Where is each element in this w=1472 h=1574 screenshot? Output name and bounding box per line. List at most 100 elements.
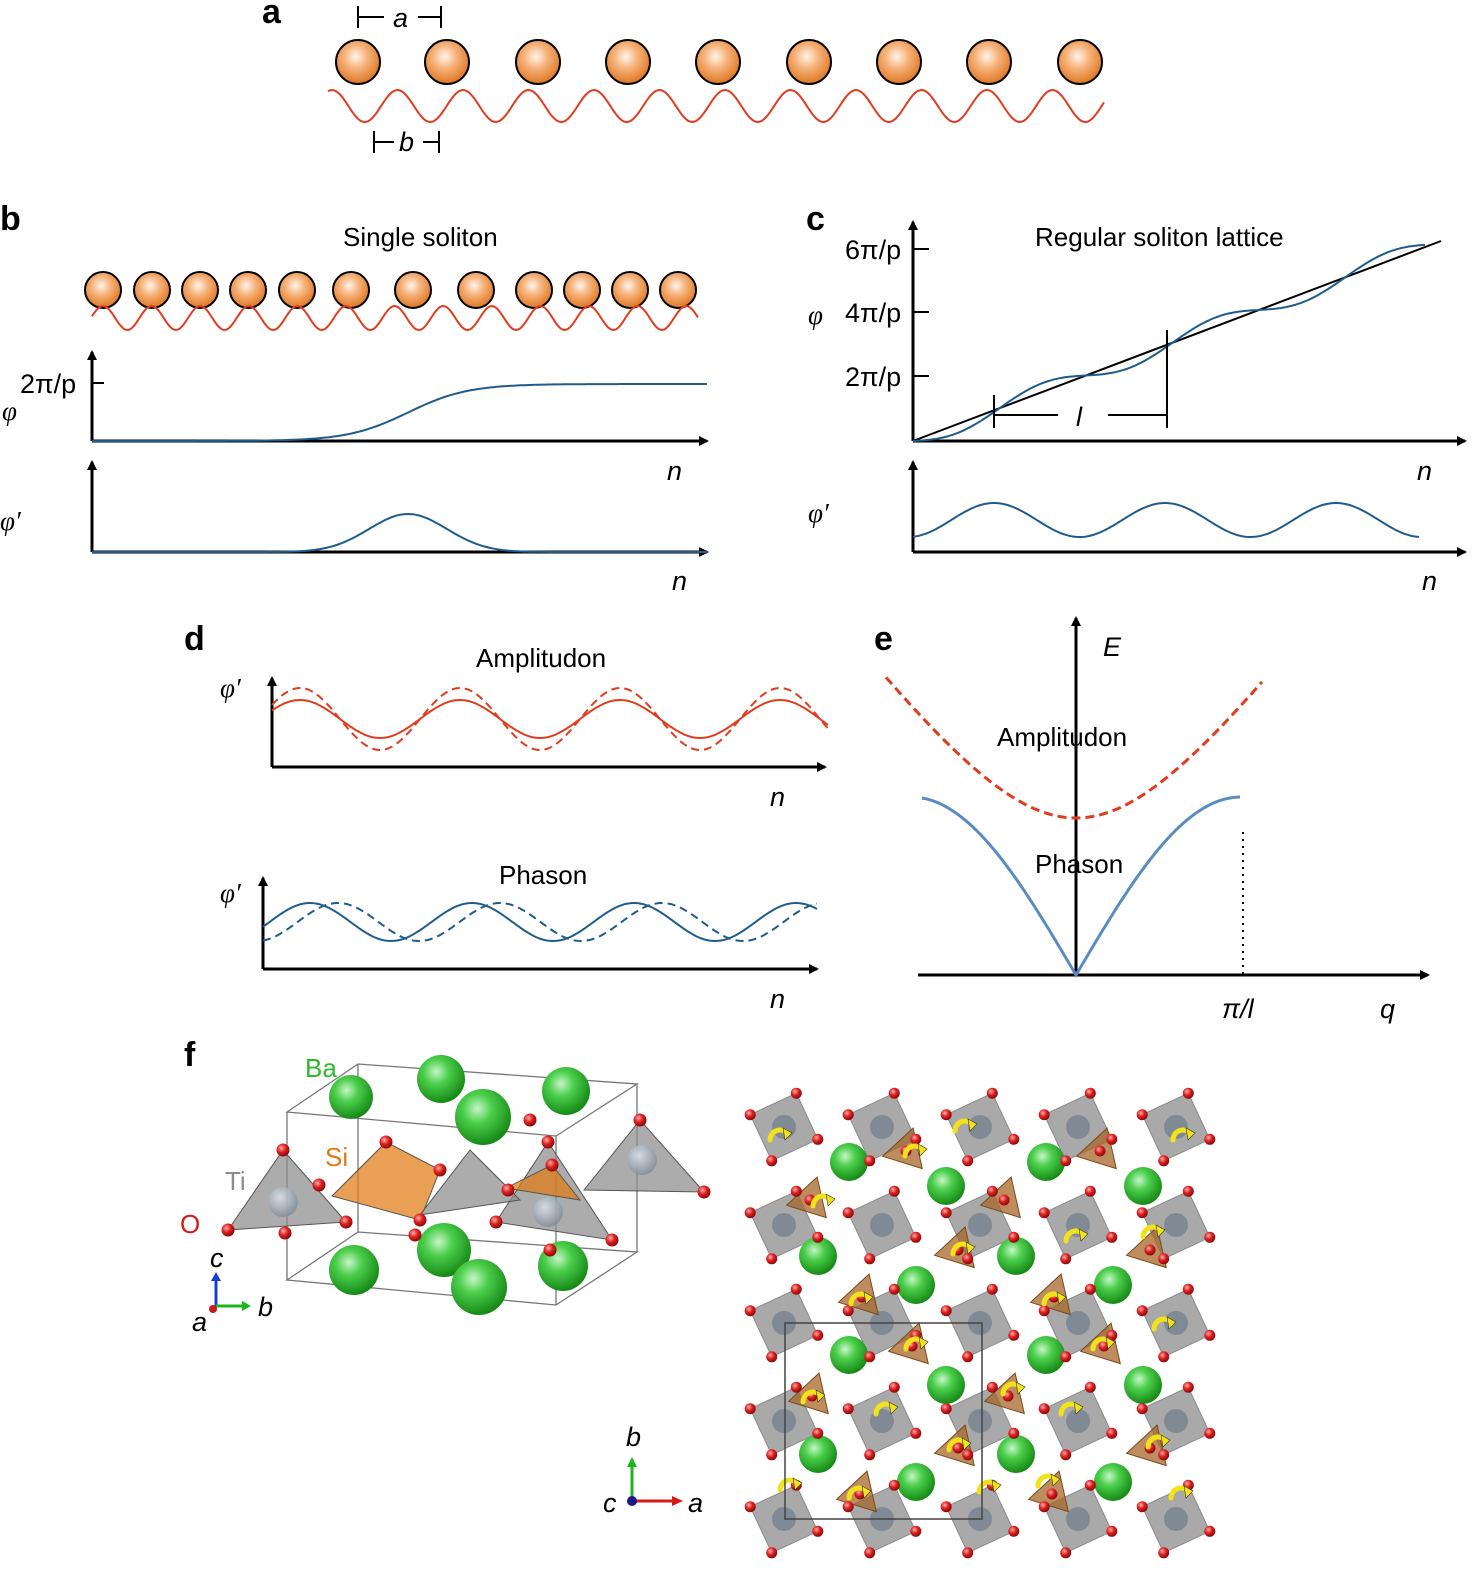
panel-c-letter: c	[806, 200, 825, 238]
rotation-arrow-head	[965, 1241, 976, 1255]
ti-label: Ti	[225, 1166, 246, 1196]
rotation-arrow-head	[1015, 1381, 1026, 1395]
o-atom	[888, 1185, 900, 1197]
o-atom	[744, 1305, 756, 1317]
o-atom	[1106, 1231, 1118, 1243]
ba-atom	[997, 1435, 1035, 1473]
o-atom	[1136, 1207, 1148, 1219]
panel-f-letter: f	[184, 1036, 196, 1074]
panel-b-title: Single soliton	[343, 222, 498, 252]
rotation-arrow-head	[815, 1389, 826, 1403]
panel-f: f Ba Si Ti O c a	[180, 1036, 1216, 1559]
ba-atom	[927, 1366, 965, 1404]
o-atom	[1008, 1133, 1020, 1145]
panel-b-phi-curve	[92, 383, 707, 442]
ba-atom	[897, 1266, 935, 1304]
o-atom	[541, 1135, 555, 1149]
o-atom	[1182, 1381, 1194, 1393]
rotation-arrow-head	[1050, 1473, 1061, 1487]
crystal-structure-projection: b c a	[603, 1087, 1216, 1559]
ti-atom	[1164, 1507, 1188, 1531]
ba-atom	[830, 1143, 868, 1181]
o-atom	[842, 1501, 854, 1513]
ba-atom	[1027, 1143, 1065, 1181]
panel-c-n-bottom-label: n	[1422, 566, 1437, 596]
panel-c-title: Regular soliton lattice	[1035, 222, 1284, 252]
axis-c-right: c	[603, 1488, 617, 1518]
atom-ball	[229, 271, 267, 309]
rotation-arrow-head	[961, 1437, 972, 1451]
rotation-arrow-head	[1105, 1336, 1116, 1350]
axis-b-right: b	[626, 1422, 641, 1452]
atom-ball	[695, 39, 741, 85]
o-atom	[888, 1283, 900, 1295]
o-atom	[1158, 1351, 1170, 1363]
atom-ball	[966, 39, 1012, 85]
ba-atom	[799, 1237, 837, 1275]
rotation-arrow-head	[782, 1127, 793, 1141]
panel-c: c Regular soliton lattice 6π/p 4π/p 2π/p…	[806, 200, 1467, 596]
o-atom	[278, 1226, 292, 1240]
ti-atom	[1164, 1311, 1188, 1335]
o-atom	[697, 1185, 711, 1199]
atom-ball	[424, 39, 470, 85]
ti-atom	[1066, 1115, 1090, 1139]
o-atom	[1084, 1185, 1096, 1197]
o-atom	[1204, 1231, 1216, 1243]
axis-a-left: a	[192, 1307, 207, 1337]
o-atom	[1038, 1305, 1050, 1317]
projection-atoms	[744, 1087, 1216, 1559]
o-atom	[1084, 1479, 1096, 1491]
o-atom	[605, 1233, 619, 1247]
o-atom	[1008, 1231, 1020, 1243]
atom-ball	[394, 271, 432, 309]
ba-atom	[329, 1245, 379, 1295]
o-atom	[790, 1283, 802, 1295]
axis-c-left: c	[210, 1243, 224, 1273]
projection-unit-cell	[784, 1322, 983, 1520]
o-atom	[986, 1381, 998, 1393]
rotation-arrow-head	[1183, 1485, 1194, 1499]
o-atom	[1008, 1329, 1020, 1341]
axes-triad-right: b c a	[603, 1422, 703, 1518]
ti-atom	[1164, 1213, 1188, 1237]
si-tetrahedron	[331, 1141, 441, 1221]
rotation-arrow-head	[792, 1477, 803, 1491]
o-atom	[842, 1305, 854, 1317]
panel-a-atom-chain	[335, 39, 1103, 85]
atom-ball	[659, 271, 697, 309]
o-atom	[1106, 1525, 1118, 1537]
atom-ball	[457, 271, 495, 309]
o-atom	[1158, 1547, 1170, 1559]
panel-d-letter: d	[184, 620, 205, 658]
amplitudon-wave-dashed	[271, 686, 829, 752]
o-atom	[744, 1403, 756, 1415]
o-atom	[1158, 1253, 1170, 1265]
o-atom	[766, 1253, 778, 1265]
panel-b-phi-prime-curve	[92, 512, 707, 553]
o-atom	[986, 1087, 998, 1099]
o-atom	[1008, 1525, 1020, 1537]
panel-b-n-bottom-label: n	[672, 566, 687, 596]
panel-e-e-label: E	[1103, 632, 1122, 662]
o-atom	[1136, 1109, 1148, 1121]
ba-atom	[997, 1237, 1035, 1275]
o-atom	[1084, 1087, 1096, 1099]
o-atom	[1158, 1155, 1170, 1167]
phason-wave-solid	[262, 902, 818, 943]
rotation-arrow-head	[861, 1485, 872, 1499]
o-atom	[1084, 1381, 1096, 1393]
ba-atom	[897, 1463, 935, 1501]
o-atom	[962, 1155, 974, 1167]
o-atom	[1038, 1501, 1050, 1513]
axis-b-left: b	[258, 1292, 273, 1322]
o-atom	[790, 1185, 802, 1197]
ti-atom	[1164, 1115, 1188, 1139]
panel-d: d Amplitudon φ′ n Phason φ′ n	[184, 620, 829, 1014]
o-atom	[962, 1253, 974, 1265]
o-atom	[276, 1143, 290, 1157]
o-atom	[545, 1158, 559, 1172]
o-atom	[1060, 1449, 1072, 1461]
o-atom	[1182, 1087, 1194, 1099]
